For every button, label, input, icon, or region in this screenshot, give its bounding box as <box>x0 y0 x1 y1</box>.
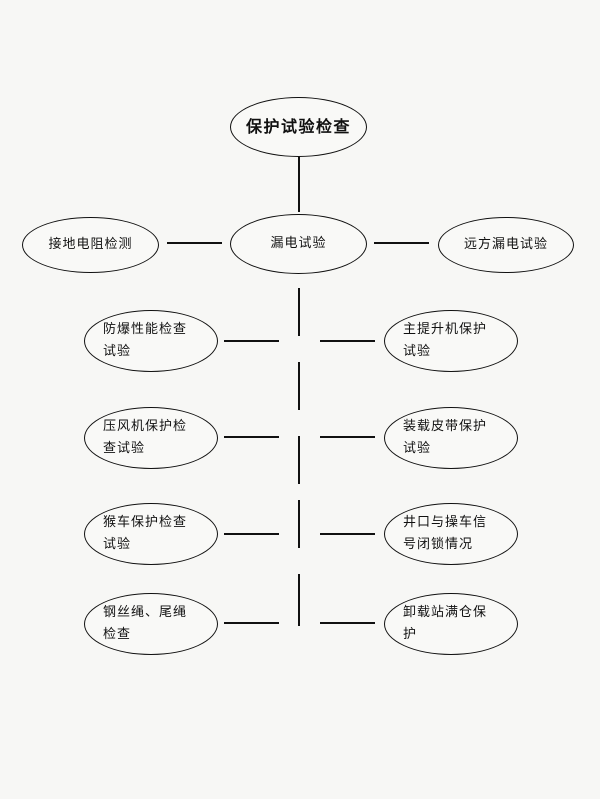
spine-segment <box>298 288 300 336</box>
center-node-label: 漏电试验 <box>270 236 327 251</box>
left-item-node: 猴车保护检查 试验 <box>84 503 218 565</box>
center-node: 漏电试验 <box>230 214 367 274</box>
left-item-node: 防爆性能检查 试验 <box>84 310 218 372</box>
right-item-label: 井口与操车信 号闭锁情况 <box>403 515 488 552</box>
connector-left-2 <box>224 436 279 438</box>
connector-right-1 <box>320 340 375 342</box>
connector-right-2 <box>320 436 375 438</box>
connector-left-center <box>167 242 222 244</box>
connector-root-center <box>298 157 300 212</box>
right-item-node: 卸载站满仓保 护 <box>384 593 518 655</box>
connector-left-3 <box>224 533 279 535</box>
left-item-node: 压风机保护检 查试验 <box>84 407 218 469</box>
right-item-label: 装载皮带保护 试验 <box>403 419 488 456</box>
right-branch-label: 远方漏电试验 <box>463 237 548 252</box>
root-node-label: 保护试验检查 <box>245 117 351 136</box>
left-item-node: 钢丝绳、尾绳 检查 <box>84 593 218 655</box>
left-item-label: 钢丝绳、尾绳 检查 <box>103 605 188 642</box>
spine-segment <box>298 574 300 626</box>
root-node: 保护试验检查 <box>230 97 367 157</box>
spine-segment <box>298 362 300 410</box>
left-branch-label: 接地电阻检测 <box>48 237 133 252</box>
connector-left-4 <box>224 622 279 624</box>
right-item-node: 装载皮带保护 试验 <box>384 407 518 469</box>
right-branch-node: 远方漏电试验 <box>438 217 574 273</box>
spine-segment <box>298 500 300 548</box>
connector-right-3 <box>320 533 375 535</box>
left-item-label: 猴车保护检查 试验 <box>103 515 188 552</box>
left-item-label: 压风机保护检 查试验 <box>103 419 188 456</box>
right-item-label: 卸载站满仓保 护 <box>403 605 488 642</box>
connector-center-right <box>374 242 429 244</box>
right-item-node: 井口与操车信 号闭锁情况 <box>384 503 518 565</box>
left-branch-node: 接地电阻检测 <box>22 217 159 273</box>
connector-left-1 <box>224 340 279 342</box>
left-item-label: 防爆性能检查 试验 <box>103 322 188 359</box>
connector-right-4 <box>320 622 375 624</box>
right-item-label: 主提升机保护 试验 <box>403 322 488 359</box>
right-item-node: 主提升机保护 试验 <box>384 310 518 372</box>
spine-segment <box>298 436 300 484</box>
